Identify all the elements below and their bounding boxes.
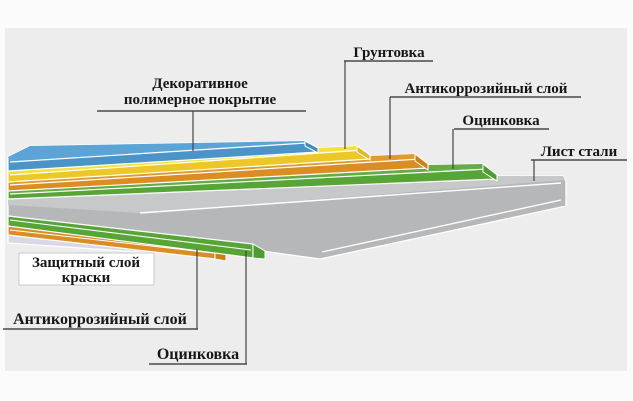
- callout-primer-label: Грунтовка: [353, 45, 425, 61]
- callout-zinc-top-label: Оцинковка: [462, 113, 540, 129]
- polymer-highlight: [9, 142, 307, 163]
- zinc-top-highlight: [9, 168, 489, 195]
- callout-anticorrosion-bottom-label: Антикоррозийный слой: [13, 311, 187, 328]
- anticorrosion-bottom-highlight: [9, 229, 214, 254]
- layer-primer-endcut: [356, 145, 371, 161]
- callouts: Декоративное полимерное покрытие Грунтов…: [3, 45, 627, 365]
- zinc-bottom-highlight: [9, 219, 252, 251]
- callout-zinc-bottom-label: Оцинковка: [157, 346, 239, 363]
- steel-bottom-edge-line: [321, 199, 562, 253]
- layer-zinc-bottom-endcut: [252, 243, 266, 260]
- callout-decorative-line2: полимерное покрытие: [124, 92, 277, 108]
- layer-polymer-endcut: [304, 140, 319, 154]
- callout-steel-label: Лист стали: [541, 144, 618, 160]
- layer-stack: [7, 140, 567, 262]
- callout-paint-label-box: [18, 252, 155, 286]
- layer-steel-top-strip: [8, 176, 565, 213]
- callout-paint-line1: Защитный слой: [32, 255, 140, 271]
- anticorrosion-top-highlight: [9, 158, 421, 186]
- callout-paint-line2: краски: [62, 270, 111, 286]
- steel-top-edge-line: [139, 182, 562, 214]
- layer-zinc-top-endcut: [482, 163, 498, 182]
- primer-highlight: [9, 149, 363, 176]
- callout-anticorrosion-top-label: Антикоррозийный слой: [405, 81, 568, 97]
- callout-decorative-line1: Декоративное: [152, 76, 248, 92]
- layer-anticorrosion-top-endcut: [414, 153, 429, 171]
